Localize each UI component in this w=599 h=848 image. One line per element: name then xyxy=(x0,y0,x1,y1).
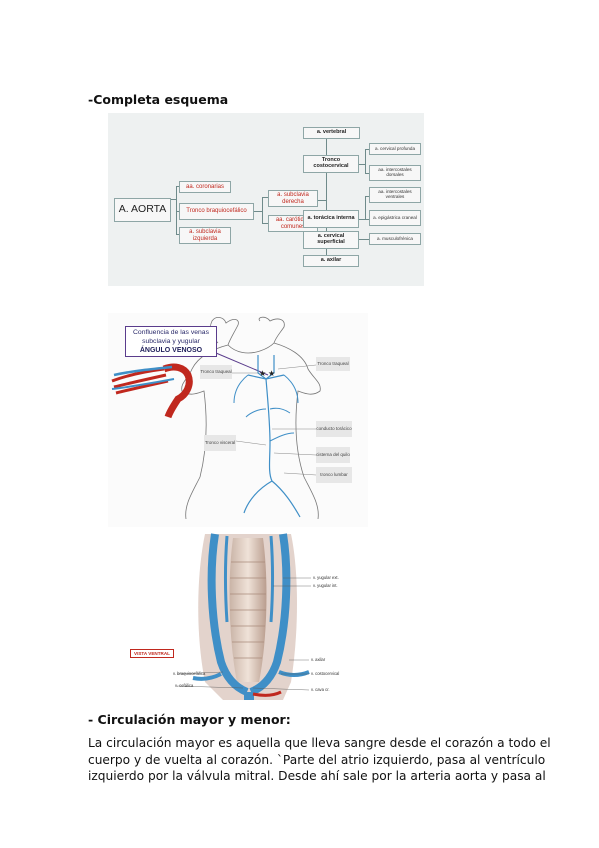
label-conducto-toracico: conducto torácico xyxy=(316,421,352,437)
view-label-badge: VISTA VENTRAL xyxy=(130,649,174,658)
callout-line-1: Confluencia de las venas xyxy=(133,329,209,336)
ventral-neck-dissection-figure: VISTA VENTRAL v. yugular ext. v. yugular… xyxy=(113,532,367,700)
internal-thoracic-box: a. torácica interna xyxy=(303,210,359,228)
aorta-root-box: A. AORTA xyxy=(114,198,171,222)
cranial-epigastric-box: a. epigástrica craneal xyxy=(369,210,421,226)
label-tronco-traqueal-right: Tronco traqueal xyxy=(316,357,350,371)
svg-text:★: ★ xyxy=(268,369,275,378)
brachiocephalic-trunk-box: Tronco braquiocefálico xyxy=(179,203,254,220)
section-heading-circulacion: - Circulación mayor y menor: xyxy=(88,712,291,727)
label-costocervical-vein: v. costocervical xyxy=(311,671,340,676)
vertebral-artery-box: a. vertebral xyxy=(303,127,360,139)
label-cephalic-vein: v. cefálica xyxy=(175,683,194,688)
venous-angle-callout: Confluencia de las venas subclavia y yug… xyxy=(125,326,217,357)
venous-angle-figure: ★ ★ Confluencia de las venas subclavia y… xyxy=(108,313,368,527)
callout-line-3: ÁNGULO VENOSO xyxy=(139,347,203,354)
callout-line-2: subclavia y yugular xyxy=(142,338,200,345)
paragraph-line: La circulación mayor es aquella que llev… xyxy=(88,736,551,750)
section-heading-esquema: -Completa esquema xyxy=(88,92,229,107)
paragraph-line: cuerpo y de vuelta al corazón. `Parte de… xyxy=(88,752,546,767)
right-subclavian-box: a. subclavia derecha xyxy=(268,190,318,207)
label-brachiocephalic-vein: v. braquiocefálica xyxy=(173,671,206,676)
svg-text:★: ★ xyxy=(259,369,266,378)
label-tronco-traqueal-left: Tronco traqueal xyxy=(200,365,232,379)
coronary-arteries-box: aa. coronarias xyxy=(179,181,231,193)
deep-cervical-box: a. cervical profunda xyxy=(369,143,421,155)
costocervical-trunk-box: Tronco costocervical xyxy=(303,155,359,173)
label-cisterna-quilo: cisterna del quilo xyxy=(316,447,350,463)
circulation-paragraph: La circulación mayor es aquella que llev… xyxy=(88,735,551,785)
label-external-jugular: v. yugular ext. xyxy=(313,575,339,580)
axillary-artery-box: a. axilar xyxy=(303,255,359,267)
label-axillary-vein: v. axilar xyxy=(311,657,326,662)
superficial-cervical-box: a. cervical superficial xyxy=(303,231,359,249)
label-tronco-visceral: Tronco visceral xyxy=(204,435,236,451)
ventral-intercostals-box: aa. intercostales ventrales xyxy=(369,187,421,203)
dorsal-intercostals-box: aa. intercostales dorsales xyxy=(369,165,421,181)
label-internal-jugular: v. yugular int. xyxy=(313,583,338,588)
left-subclavian-box: a. subclavia izquierda xyxy=(179,227,231,244)
neck-veins-illustration xyxy=(176,533,311,700)
paragraph-line: izquierdo por la válvula mitral. Desde a… xyxy=(88,769,546,783)
musculophrenic-box: a. musculofrénica xyxy=(369,233,421,245)
dog-body-outline-illustration: ★ ★ xyxy=(111,316,321,520)
label-cranial-cava: v. cava cr. xyxy=(311,687,330,692)
aorta-branch-diagram: A. AORTA aa. coronarias Tronco braquioce… xyxy=(108,113,424,286)
label-tronco-lumbar: tronco lumbar xyxy=(316,467,352,483)
